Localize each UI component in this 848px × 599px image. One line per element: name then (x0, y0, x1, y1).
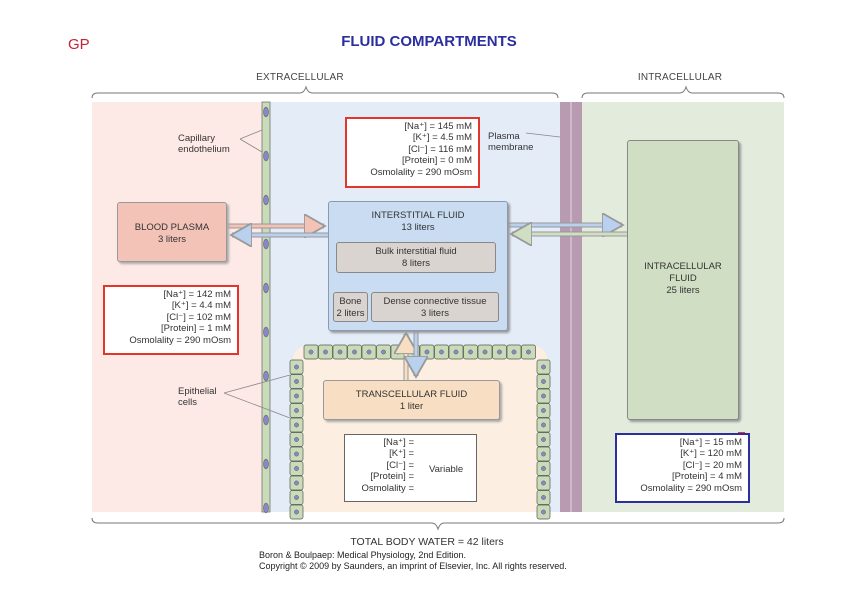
epithelial-cell (376, 344, 391, 360)
epithelial-cell (303, 344, 319, 360)
intracellular-label: INTRACELLULAR (637, 72, 723, 83)
epithelial-cell (434, 344, 449, 360)
epithelial-cell (536, 432, 551, 447)
epithelial-cell (289, 504, 304, 520)
endothelial-nucleus (263, 326, 269, 338)
corner-label: GP (68, 36, 90, 53)
epithelial-cell (419, 344, 435, 360)
epithelial-cell (448, 344, 464, 360)
endothelial-nucleus (263, 282, 269, 294)
endothelial-nucleus (263, 238, 269, 250)
variable-label: Variable (429, 464, 464, 475)
epithelial-cell (477, 344, 493, 360)
epithelial-cell (347, 344, 362, 360)
epithelial-cells (289, 344, 551, 520)
extracellular-label: EXTRACELLULAR (256, 72, 344, 83)
epithelial-cell (318, 344, 333, 360)
dense-connective-box: Dense connective tissue 3 liters (371, 292, 499, 322)
epithelial-cell (289, 359, 304, 375)
epithelial-cell (536, 504, 551, 520)
epithelial-cell (361, 344, 377, 360)
copyright-notice: Copyright © 2009 by Saunders, an imprint… (259, 561, 567, 571)
epithelial-cell (506, 344, 522, 360)
source-citation: Boron & Boulpaep: Medical Physiology, 2n… (259, 550, 466, 560)
endothelial-nucleus (263, 106, 269, 118)
epithelial-cell (536, 417, 551, 433)
plasma-membrane-leader (525, 132, 561, 138)
epithelial-cell (289, 417, 304, 433)
endothelial-nuclei (263, 106, 269, 514)
epithelial-cell (289, 432, 304, 447)
epithelial-cell (332, 344, 348, 360)
epithelial-leader (223, 374, 291, 419)
endothelial-nucleus (263, 194, 269, 206)
epithelial-cell (536, 374, 551, 389)
page-title: FLUID COMPARTMENTS (341, 33, 517, 50)
endothelial-nucleus (263, 414, 269, 426)
capillary-endothelium-label: Capillary endothelium (178, 133, 230, 155)
plasma-concentrations: [Na⁺] = 142 mM [K⁺] = 4.4 mM [Cl⁻] = 102… (103, 285, 239, 355)
interstitial-concentrations: [Na⁺] = 145 mM [K⁺] = 4.5 mM [Cl⁻] = 116… (345, 117, 480, 188)
epithelial-cell (463, 344, 478, 360)
epithelial-cells-label: Epithelial cells (178, 386, 217, 408)
endothelial-nucleus (263, 458, 269, 470)
bone-box: Bone 2 liters (333, 292, 368, 322)
epithelial-cell (536, 403, 551, 418)
epithelial-cell (289, 388, 304, 404)
total-body-water-brace (91, 517, 785, 531)
intracellular-concentrations: [Na⁺] = 15 mM [K⁺] = 120 mM [Cl⁻] = 20 m… (615, 433, 750, 503)
endothelial-nucleus (263, 502, 269, 514)
epithelial-cell (536, 490, 551, 505)
epithelial-cell (289, 461, 304, 476)
epithelial-cell (289, 403, 304, 418)
capillary-leader (239, 129, 263, 153)
transcellular-concentrations: [Na⁺] = [K⁺] = [Cl⁻] = [Protein] = Osmol… (344, 434, 477, 502)
plasma-membrane-label: Plasma membrane (488, 131, 534, 153)
endothelial-nucleus (263, 150, 269, 162)
epithelial-cell (289, 446, 304, 462)
capillary-endothelium (261, 101, 271, 513)
bulk-interstitial-box: Bulk interstitial fluid 8 liters (336, 242, 496, 273)
endothelial-nucleus (263, 370, 269, 382)
epithelial-cell (536, 475, 551, 491)
total-body-water: TOTAL BODY WATER = 42 liters (350, 536, 504, 548)
intracellular-fluid-box: INTRACELLULAR FLUID 25 liters (627, 140, 739, 420)
epithelial-cell (289, 475, 304, 491)
epithelial-cell (521, 344, 536, 360)
transcellular-fluid-box: TRANSCELLULAR FLUID 1 liter (323, 380, 500, 420)
blood-plasma-box: BLOOD PLASMA 3 liters (117, 202, 227, 262)
extracellular-brace (91, 85, 559, 99)
epithelial-cell (492, 344, 507, 360)
epithelial-cell (289, 374, 304, 389)
epithelial-cell (536, 359, 551, 375)
intracellular-brace (581, 85, 785, 99)
epithelial-cell (536, 461, 551, 476)
epithelial-cell (536, 388, 551, 404)
epithelial-cell (390, 344, 406, 360)
epithelial-cell (289, 490, 304, 505)
epithelial-cell (536, 446, 551, 462)
